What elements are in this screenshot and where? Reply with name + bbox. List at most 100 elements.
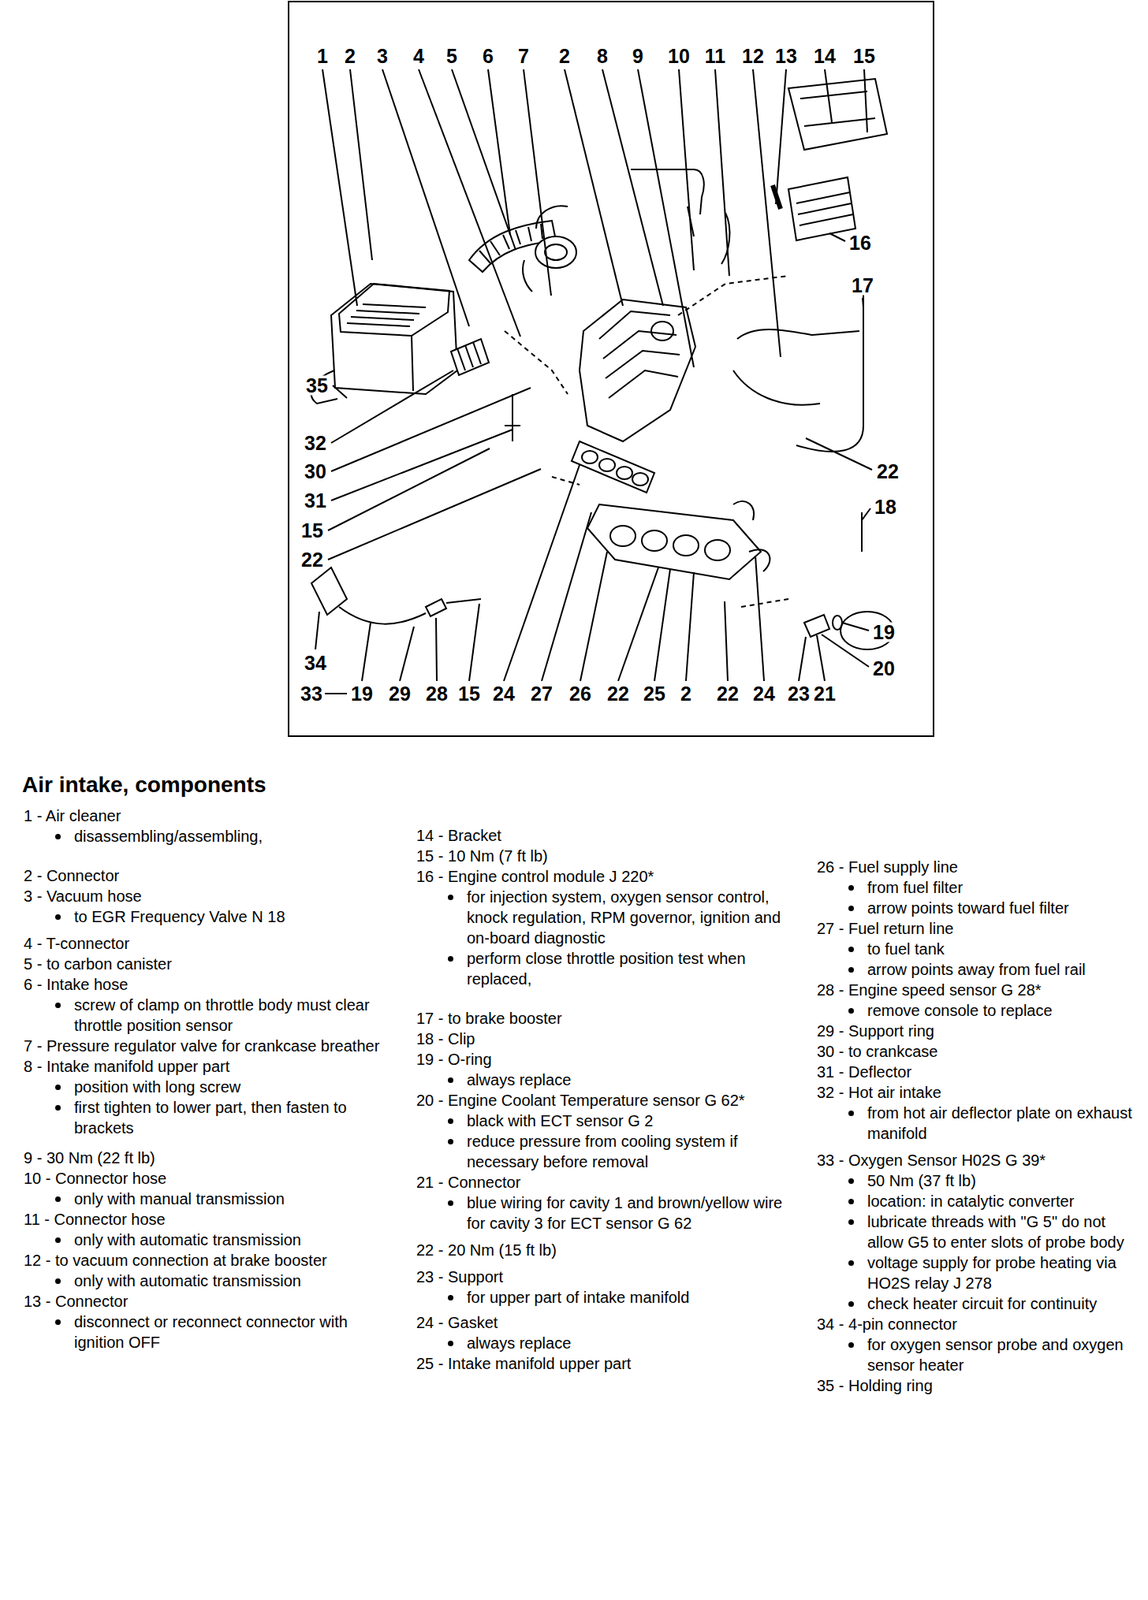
leader-line	[861, 508, 871, 521]
part-note: to fuel tank	[816, 939, 1141, 960]
sensor-wire	[339, 607, 426, 625]
part-entry: 2 - Connector	[23, 865, 395, 887]
note-text: remove console to replace	[867, 1002, 1053, 1020]
bullet-dot	[848, 967, 854, 973]
note-text: screw of clamp on throttle body must cle…	[74, 996, 370, 1035]
callout-number: 7	[516, 46, 531, 67]
note-text: for upper part of intake manifold	[466, 1289, 690, 1307]
callout-number: 2	[342, 46, 358, 67]
callout-number: 24	[491, 684, 517, 705]
part-note: arrow points away from fuel rail	[816, 959, 1141, 981]
part-entry: 7 - Pressure regulator valve for crankca…	[23, 1036, 395, 1057]
part-entry: 13 - Connector	[23, 1291, 395, 1312]
callout-number: 34	[302, 653, 328, 674]
callout-number: 19	[871, 622, 897, 643]
note-text: only with automatic transmission	[74, 1272, 302, 1290]
note-text: arrow points away from fuel rail	[867, 961, 1086, 979]
part-entry: 26 - Fuel supply line	[816, 857, 1141, 878]
callout-number: 8	[595, 46, 610, 67]
bullet-dot	[55, 914, 61, 921]
note-text: disassembling/assembling,	[74, 827, 263, 846]
part-note: position with long screw	[23, 1077, 395, 1098]
dashed-line	[551, 477, 789, 608]
bullet-dot	[447, 1139, 454, 1145]
part-entry: 9 - 30 Nm (22 ft lb)	[23, 1148, 395, 1169]
note-text: check heater circuit for continuity	[867, 1295, 1097, 1313]
leader-line	[331, 387, 531, 472]
callout-number: 22	[875, 462, 901, 482]
leader-line	[361, 622, 371, 682]
bullet-dot	[55, 1002, 61, 1009]
part-note: to EGR Frequency Valve N 18	[23, 906, 395, 928]
leader-line	[436, 618, 437, 682]
gasket	[571, 441, 655, 493]
callout-number: 22	[605, 684, 631, 705]
part-note: voltage supply for probe heating via HO2…	[816, 1252, 1141, 1294]
exhaust-gasket	[733, 501, 770, 572]
leader-line	[332, 385, 347, 399]
bullet-dot	[55, 1084, 61, 1091]
brake-booster-line	[796, 291, 864, 452]
part-entry: 1 - Air cleaner	[23, 805, 395, 827]
leader-line	[816, 635, 825, 682]
leader-line	[580, 551, 608, 682]
hot-air-hose	[451, 339, 489, 376]
callout-number: 27	[529, 684, 555, 705]
part-note: blue wiring for cavity 1 and brown/yello…	[416, 1192, 787, 1234]
part-entry: 17 - to brake booster	[416, 1008, 787, 1029]
callout-number: 21	[812, 684, 838, 705]
brake-booster-hose	[737, 329, 860, 340]
part-note: lubricate threads with "G 5" do not allo…	[816, 1211, 1141, 1253]
callout-number: 22	[715, 684, 741, 705]
part-entry: 23 - Support	[416, 1267, 787, 1288]
bullet-dot	[848, 1301, 854, 1308]
bullet-dot	[848, 1219, 854, 1226]
leader-line	[805, 438, 873, 470]
callout-number: 23	[786, 684, 812, 705]
throttle-body	[535, 236, 577, 269]
leader-line	[324, 693, 347, 695]
part-entry: 11 - Connector hose	[23, 1209, 395, 1230]
callout-number: 14	[812, 46, 838, 67]
part-entry: 28 - Engine speed sensor G 28*	[816, 980, 1141, 1001]
callout-number: 3	[375, 46, 390, 67]
key-column: 26 - Fuel supply linefrom fuel filterarr…	[816, 857, 1141, 1397]
bullet-dot	[55, 1237, 61, 1244]
bullet-dot	[848, 1342, 854, 1349]
ecm-ribs	[796, 192, 854, 226]
note-text: blue wiring for cavity 1 and brown/yello…	[466, 1194, 783, 1233]
leader-line	[399, 626, 414, 682]
part-note: for upper part of intake manifold	[416, 1287, 787, 1309]
note-text: only with manual transmission	[74, 1190, 285, 1208]
note-text: disconnect or reconnect connector with i…	[74, 1313, 348, 1352]
note-text: first tighten to lower part, then fasten…	[74, 1099, 347, 1137]
note-text: for oxygen sensor probe and oxygen senso…	[867, 1336, 1124, 1375]
bullet-dot	[55, 834, 61, 840]
part-entry: 5 - to carbon canister	[23, 954, 395, 975]
note-text: for injection system, oxygen sensor cont…	[466, 888, 781, 947]
bullet-dot	[447, 1077, 454, 1084]
part-entry: 4 - T-connector	[23, 933, 395, 955]
callout-number: 12	[740, 46, 766, 67]
diagram-title: Air intake, components	[22, 772, 267, 798]
callout-number: 1	[315, 46, 330, 67]
part-entry: 29 - Support ring	[816, 1021, 1141, 1042]
leader-line	[503, 465, 580, 682]
bullet-dot	[848, 1199, 854, 1205]
leader-line	[715, 69, 730, 276]
engine-speed-sensor	[425, 599, 481, 617]
part-note: only with automatic transmission	[23, 1230, 395, 1251]
leader-line	[451, 69, 516, 250]
callout-number: 2	[557, 46, 572, 67]
callout-number: 30	[302, 462, 328, 482]
part-note: from hot air deflector plate on exhaust …	[816, 1103, 1141, 1145]
callout-number: 35	[304, 376, 330, 396]
leader-line	[322, 69, 358, 306]
leader-line	[752, 69, 781, 358]
leader-line	[824, 69, 832, 123]
bullet-dot	[447, 1295, 454, 1301]
callout-number: 22	[299, 550, 325, 571]
note-text: 50 Nm (37 ft lb)	[867, 1172, 977, 1190]
leader-line	[637, 69, 694, 368]
part-entry: 16 - Engine control module J 220*	[416, 866, 787, 888]
